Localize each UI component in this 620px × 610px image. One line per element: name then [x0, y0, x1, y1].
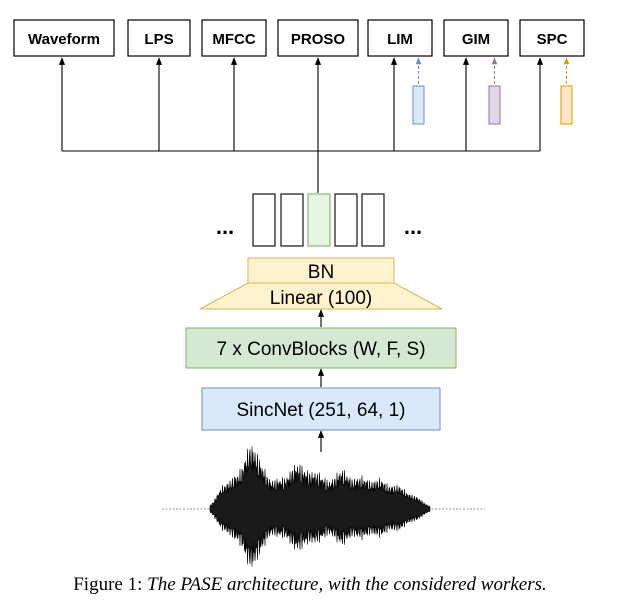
- speech-waveform: [162, 446, 485, 567]
- gim-sample-input: [488, 57, 501, 125]
- bn-label: BN: [308, 262, 334, 283]
- worker-mfcc: MFCC: [201, 19, 267, 57]
- spc-sample-input: [560, 57, 573, 125]
- ellipsis-right: ...: [404, 214, 422, 239]
- frame-5: [361, 193, 385, 247]
- frame-2: [280, 193, 304, 247]
- worker-waveform-label: Waveform: [28, 31, 100, 48]
- worker-proso-label: PROSO: [291, 31, 346, 48]
- worker-gim: GIM: [443, 19, 509, 57]
- worker-bus: [58, 57, 544, 193]
- linear-label: Linear (100): [270, 288, 372, 309]
- caption-prefix: Figure 1:: [73, 574, 148, 595]
- caption-text: The PASE architecture, with the consider…: [147, 574, 547, 595]
- embedding-frames: [252, 193, 385, 247]
- worker-gim-label: GIM: [462, 31, 490, 48]
- worker-lps: LPS: [127, 19, 191, 57]
- worker-lps-label: LPS: [144, 31, 173, 48]
- worker-lim: LIM: [367, 19, 433, 57]
- worker-proso: PROSO: [277, 19, 359, 57]
- sincnet-label: SincNet (251, 64, 1): [237, 400, 406, 421]
- pase-architecture-diagram: Waveform LPS MFCC PROSO LIM GIM SPC: [13, 19, 585, 567]
- frame-4: [334, 193, 358, 247]
- ellipsis-left: ...: [216, 214, 234, 239]
- lim-sample-input: [412, 57, 425, 125]
- worker-spc: SPC: [519, 19, 585, 57]
- convblocks-block: 7 x ConvBlocks (W, F, S): [185, 327, 457, 369]
- worker-mfcc-label: MFCC: [212, 31, 255, 48]
- worker-spc-label: SPC: [537, 31, 568, 48]
- figure-caption: Figure 1: The PASE architecture, with th…: [0, 574, 620, 596]
- worker-lim-label: LIM: [387, 31, 413, 48]
- frame-1: [252, 193, 276, 247]
- convblocks-label: 7 x ConvBlocks (W, F, S): [216, 339, 425, 360]
- sincnet-block: SincNet (251, 64, 1): [201, 387, 441, 431]
- worker-waveform: Waveform: [13, 19, 115, 57]
- frame-current: [307, 193, 331, 247]
- bn-linear-block: BN Linear (100): [199, 257, 443, 310]
